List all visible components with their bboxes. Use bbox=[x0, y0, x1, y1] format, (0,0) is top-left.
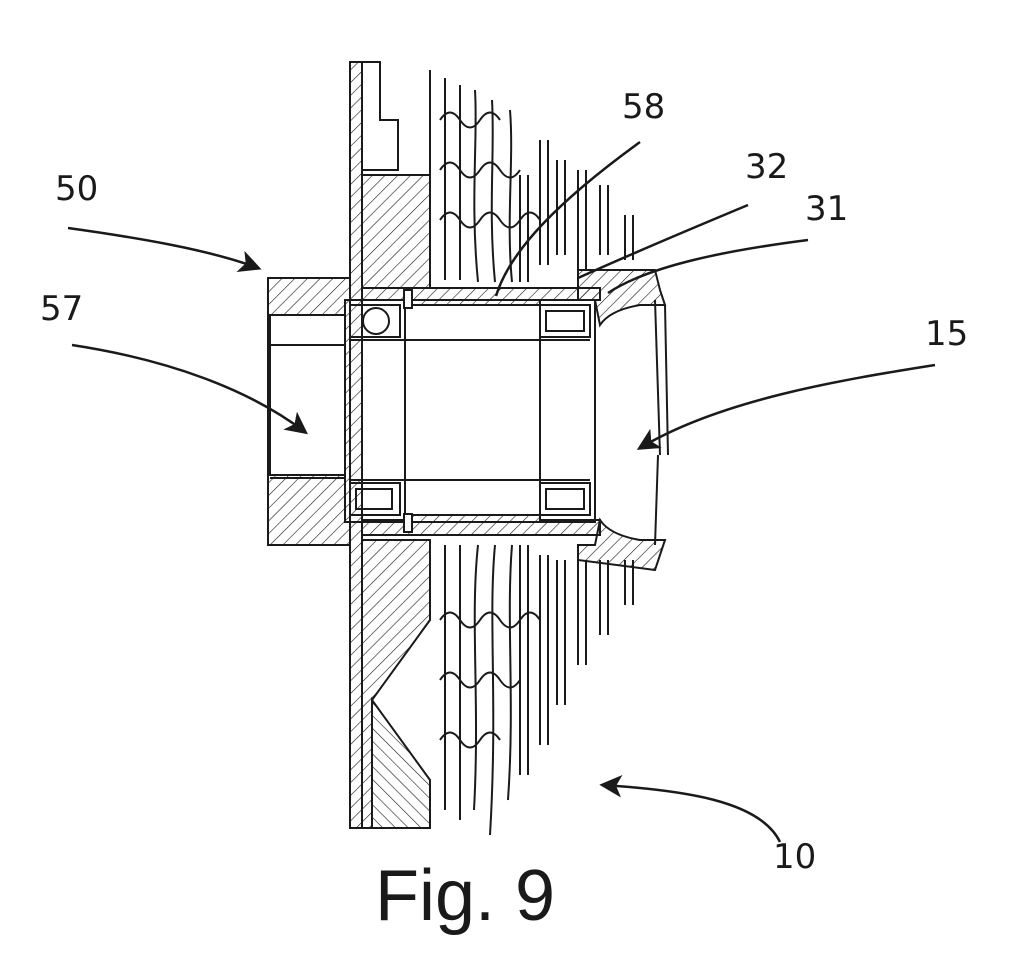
ref-numeral-50: 50 bbox=[55, 169, 98, 209]
leader-57 bbox=[71, 343, 308, 435]
leader-32 bbox=[577, 203, 749, 280]
cooling-fins-lower bbox=[439, 544, 634, 836]
cooling-fins-upper bbox=[429, 70, 634, 283]
leader-lines bbox=[67, 140, 936, 843]
leader-50 bbox=[67, 226, 262, 272]
leader-58 bbox=[494, 140, 641, 297]
outlet-flange bbox=[577, 269, 669, 572]
housing-wall bbox=[349, 61, 431, 829]
leader-15 bbox=[636, 363, 936, 450]
leader-31 bbox=[607, 238, 809, 295]
ref-numeral-57: 57 bbox=[40, 289, 83, 329]
figure-caption: Fig. 9 bbox=[375, 856, 555, 936]
ref-numeral-58: 58 bbox=[622, 87, 665, 127]
ref-numeral-15: 15 bbox=[925, 314, 968, 354]
leader-10 bbox=[599, 774, 782, 843]
ref-numeral-31: 31 bbox=[805, 189, 848, 229]
ref-numeral-32: 32 bbox=[745, 147, 788, 187]
ref-numeral-10: 10 bbox=[773, 837, 816, 877]
bearing-hub bbox=[267, 277, 601, 546]
